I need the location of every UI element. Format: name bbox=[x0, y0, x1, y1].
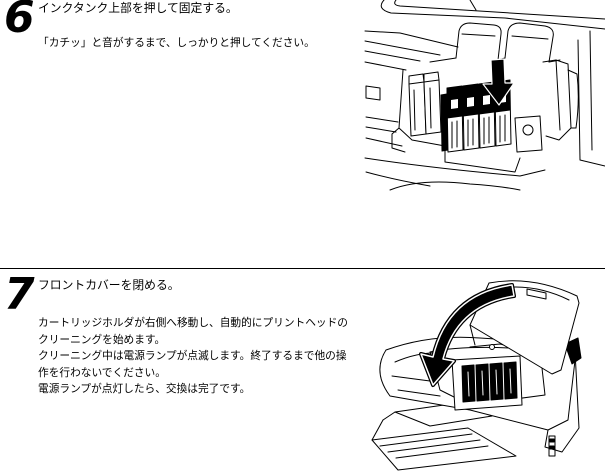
step-7-body-line: カートリッジホルダが右側へ移動し、自動的にプリントヘッドの bbox=[38, 316, 348, 329]
step-7-body: カートリッジホルダが右側へ移動し、自動的にプリントヘッドの クリーニングを始めま… bbox=[38, 315, 348, 398]
paper-tray bbox=[371, 402, 517, 471]
holder-side-bracket bbox=[542, 59, 579, 141]
curved-arrow-icon bbox=[419, 283, 516, 387]
front-cover-open bbox=[469, 280, 580, 375]
lock-lever-right bbox=[504, 22, 554, 63]
step-7-body-line: 電源ランプが点灯したら、交換は完了です。 bbox=[38, 382, 251, 395]
section-divider bbox=[0, 268, 605, 269]
control-panel bbox=[548, 435, 556, 457]
printer-base-curves bbox=[364, 157, 546, 191]
step-7-body-line: クリーニング中は電源ランプが点滅します。終了するまで他の操 bbox=[38, 349, 347, 362]
step-6-body: 「カチッ」と音がするまで、しっかりと押してください。 bbox=[38, 35, 315, 52]
step-7-heading: フロントカバーを閉める。 bbox=[38, 278, 180, 292]
step-6-body-line: 「カチッ」と音がするまで、しっかりと押してください。 bbox=[38, 36, 315, 49]
step-7-body-line: クリーニングを始めます。 bbox=[38, 332, 166, 346]
printer-top-cover bbox=[380, 0, 605, 167]
step-7-number: 7 bbox=[4, 269, 35, 320]
ink-cartridge-holder bbox=[451, 343, 523, 411]
step-7-body-line: 作を行わないでください。 bbox=[38, 365, 166, 379]
ink-tank-press-illustration bbox=[364, 0, 605, 191]
carriage-rail bbox=[364, 30, 459, 147]
cartridge-holder-frame bbox=[391, 57, 561, 173]
lock-lever-left bbox=[455, 22, 502, 61]
step-6-number: 6 bbox=[4, 0, 35, 43]
down-arrow-icon bbox=[482, 58, 515, 106]
front-cover-close-illustration bbox=[371, 280, 582, 471]
ink-tank-light bbox=[408, 71, 442, 137]
step-6-heading: インクタンク上部を押して固定する。 bbox=[38, 1, 238, 15]
